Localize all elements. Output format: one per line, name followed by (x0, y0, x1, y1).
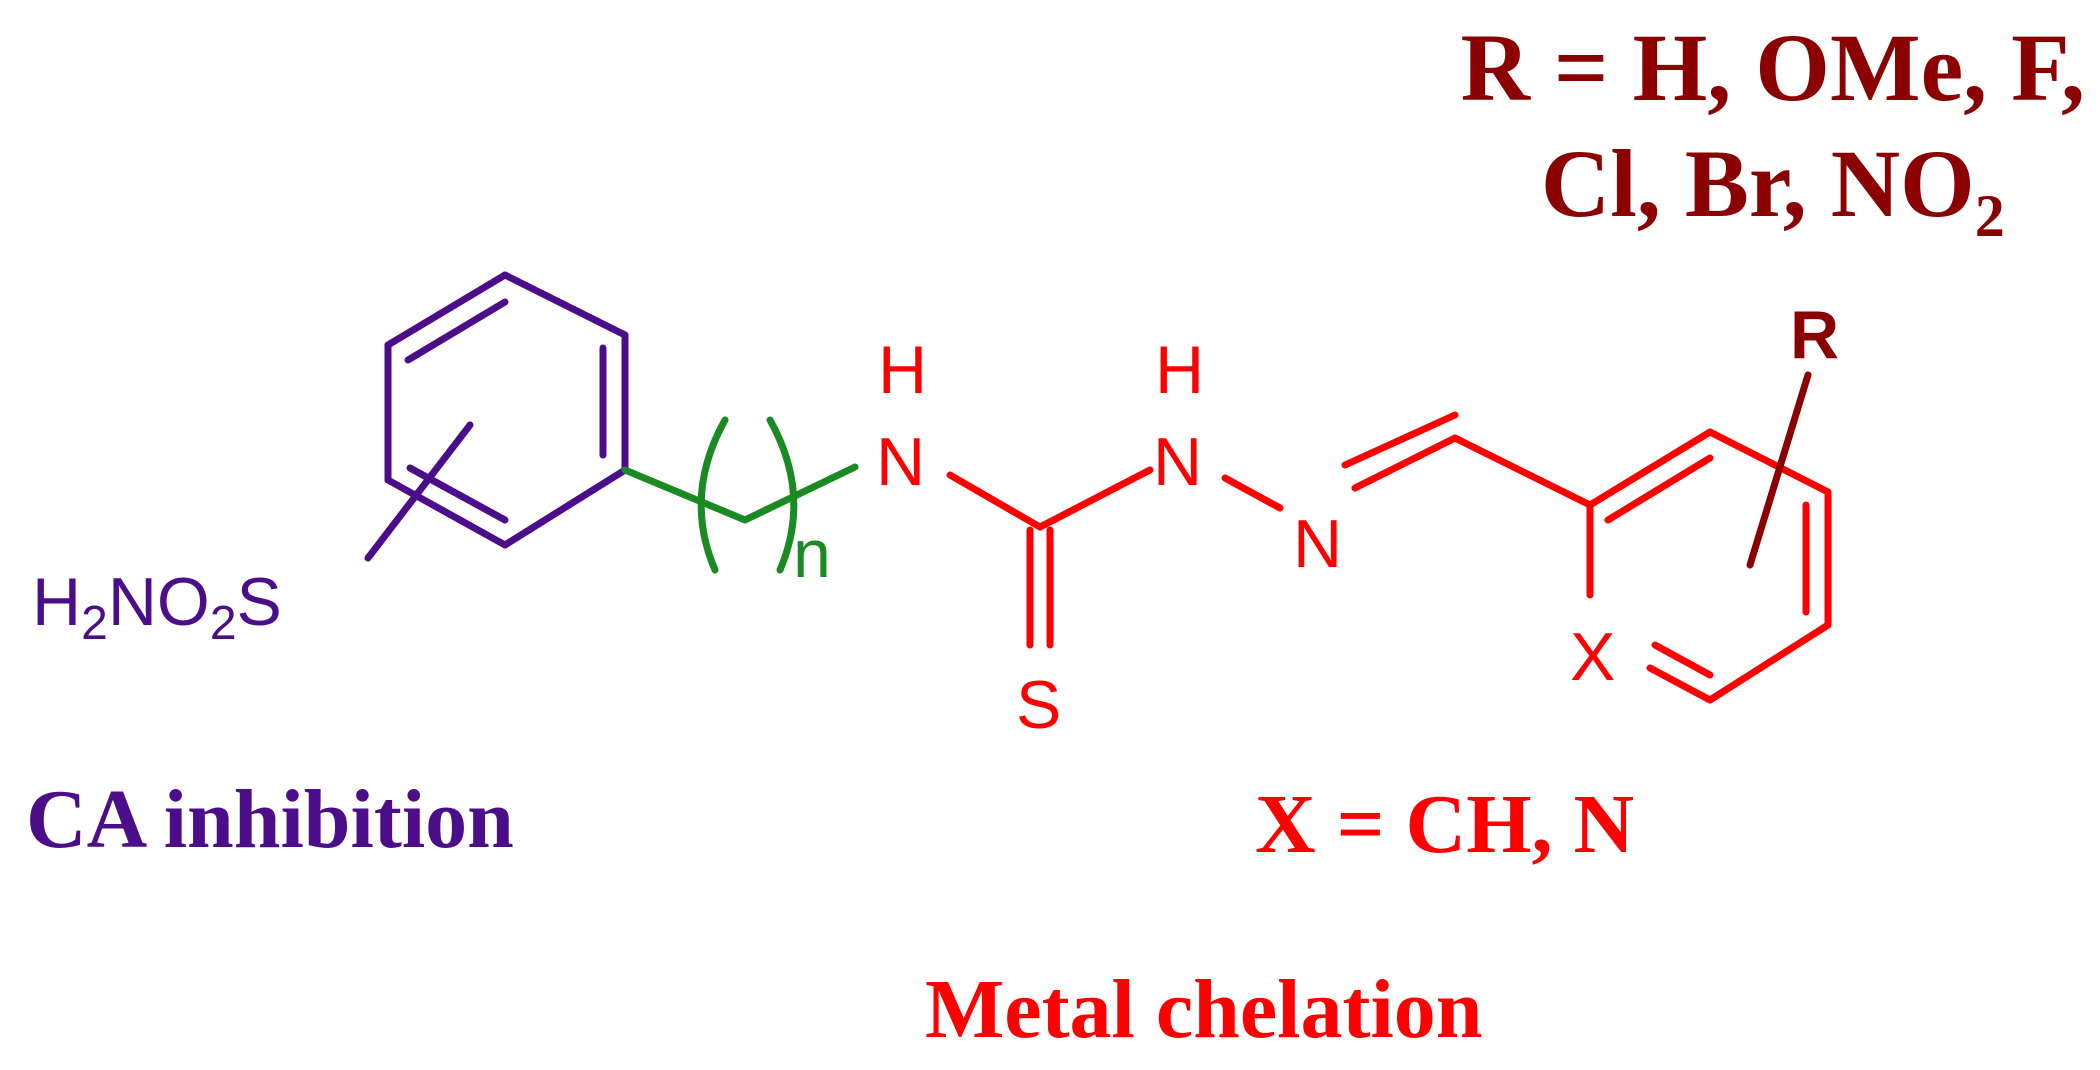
ca-inhibition-label: CA inhibition (26, 773, 514, 866)
r-substituent-bond (1746, 371, 1812, 569)
repeat-bracket-right (766, 416, 798, 574)
imine-double-bond (1341, 411, 1459, 469)
nh-hydrogen-label: H (878, 332, 927, 408)
nh-nitrogen-label: N (876, 424, 925, 500)
metal-chelation-label: Metal chelation (925, 963, 1483, 1056)
ring-bond (1646, 664, 1714, 704)
ring-bond (1706, 428, 1832, 496)
benzene-sulfonamide-ring (364, 271, 629, 562)
thione-sulfur-label: S (1016, 667, 1061, 743)
ring-inner-bond (406, 464, 509, 524)
r-substituent-label: R (1790, 297, 1839, 373)
chain-repeat-subscript: n (793, 516, 831, 592)
ring-bond (501, 271, 629, 339)
ring-inner-bond (404, 298, 509, 364)
sulfonamide-group-label: H2NO2S (32, 564, 282, 650)
ring-x-label: X (1570, 619, 1615, 695)
ring-bond (384, 271, 509, 349)
ring-bond (501, 466, 629, 549)
nh-carbon-bond (946, 471, 1044, 531)
alkyl-linker-chain (621, 416, 859, 574)
sulfonyl-bond (364, 421, 474, 562)
ring-inner-bond (1604, 454, 1714, 524)
r-definition-line-1: R = H, OMe, F, (1460, 14, 2085, 121)
ring-inner-bond (1651, 641, 1714, 679)
ring-bond (1706, 621, 1832, 704)
r-definition-line-2: Cl, Br, NO2 (1540, 130, 2005, 250)
ch-aryl-bond (1451, 434, 1594, 509)
carbon-nh-bond (1036, 466, 1154, 531)
chain-bond (741, 463, 859, 524)
chain-bond (621, 466, 749, 524)
x-definition-label: X = CH, N (1255, 778, 1635, 871)
repeat-bracket-left (697, 416, 729, 574)
aryl-pyridyl-ring (1586, 428, 1832, 704)
r-substituent-definition: R = H, OMe, F, Cl, Br, NO2 (1461, 10, 2085, 274)
imine-double-bond (1351, 434, 1459, 492)
ring-bond (1586, 428, 1714, 509)
hydrazine-nitrogen-label: N (1153, 424, 1202, 500)
hydrazine-hydrogen-label: H (1155, 332, 1204, 408)
imine-nitrogen-label: N (1293, 506, 1342, 582)
thiosemicarbazone-linkage (946, 411, 1594, 649)
ring-bond (384, 476, 509, 549)
nn-bond (1221, 474, 1284, 512)
